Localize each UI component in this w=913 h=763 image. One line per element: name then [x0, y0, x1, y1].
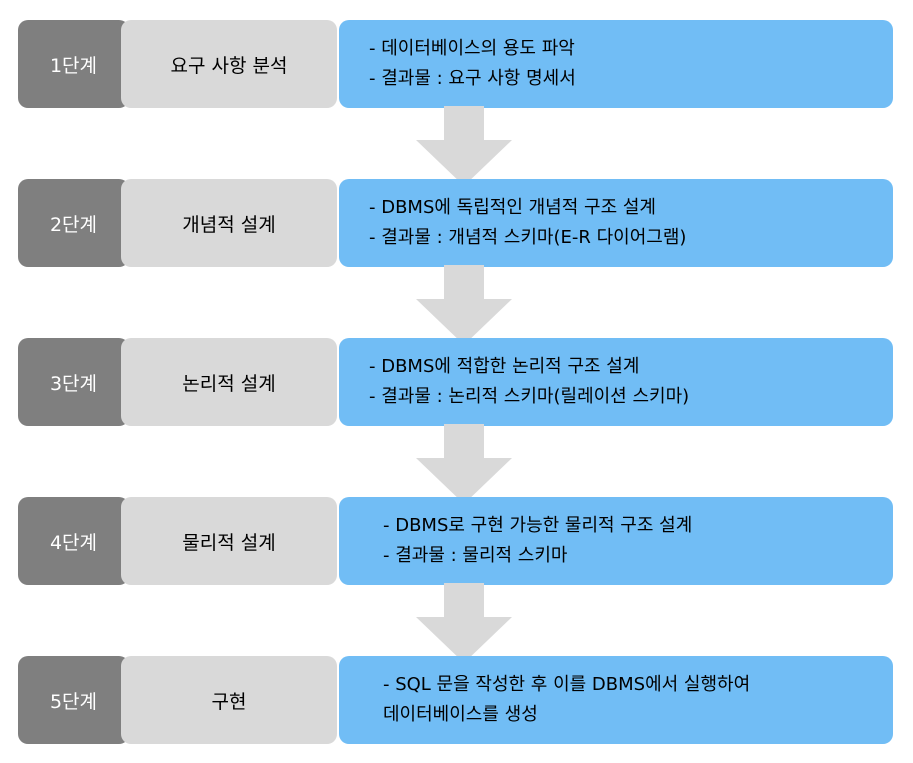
stage-2-description-line: - DBMS에 독립적인 개념적 구조 설계: [369, 197, 656, 218]
stage-name-5: 구현: [121, 656, 337, 744]
down-arrow-icon: [416, 106, 512, 186]
stage-number-2: 2단계: [18, 179, 129, 267]
stage-name-1: 요구 사항 분석: [121, 20, 337, 108]
stage-4-description-line: - DBMS로 구현 가능한 물리적 구조 설계: [383, 515, 693, 536]
stage-description-3: - DBMS에 적합한 논리적 구조 설계 - 결과물 : 논리적 스키마(릴레…: [339, 338, 893, 426]
stage-5-description-line: - SQL 문을 작성한 후 이를 DBMS에서 실행하여: [383, 674, 751, 695]
stage-number-3: 3단계: [18, 338, 129, 426]
stage-number-4: 4단계: [18, 497, 129, 585]
stage-description-1: - 데이터베이스의 용도 파악 - 결과물 : 요구 사항 명세서: [339, 20, 893, 108]
stage-row-1: 1단계 요구 사항 분석 - 데이터베이스의 용도 파악 - 결과물 : 요구 …: [0, 20, 913, 110]
stage-description-2: - DBMS에 독립적인 개념적 구조 설계 - 결과물 : 개념적 스키마(E…: [339, 179, 893, 267]
stage-row-4: 4단계 물리적 설계 - DBMS로 구현 가능한 물리적 구조 설계 - 결과…: [0, 497, 913, 587]
stage-3-description-line: - 결과물 : 논리적 스키마(릴레이션 스키마): [369, 386, 690, 407]
down-arrow-icon: [416, 265, 512, 345]
stage-number-1: 1단계: [18, 20, 129, 108]
stage-row-5: 5단계 구현 - SQL 문을 작성한 후 이를 DBMS에서 실행하여 데이터…: [0, 656, 913, 746]
stage-name-2: 개념적 설계: [121, 179, 337, 267]
stage-row-3: 3단계 논리적 설계 - DBMS에 적합한 논리적 구조 설계 - 결과물 :…: [0, 338, 913, 428]
stage-row-2: 2단계 개념적 설계 - DBMS에 독립적인 개념적 구조 설계 - 결과물 …: [0, 179, 913, 269]
down-arrow-icon: [416, 583, 512, 663]
stage-name-4: 물리적 설계: [121, 497, 337, 585]
stage-1-description-line: - 결과물 : 요구 사항 명세서: [369, 68, 576, 89]
stage-4-description-line: - 결과물 : 물리적 스키마: [383, 545, 568, 566]
stage-1-description-line: - 데이터베이스의 용도 파악: [369, 38, 575, 59]
stage-number-5: 5단계: [18, 656, 129, 744]
stage-2-description-line: - 결과물 : 개념적 스키마(E-R 다이어그램): [369, 227, 687, 248]
stage-description-5: - SQL 문을 작성한 후 이를 DBMS에서 실행하여 데이터베이스를 생성: [339, 656, 893, 744]
stage-3-description-line: - DBMS에 적합한 논리적 구조 설계: [369, 356, 640, 377]
stage-5-description-line: 데이터베이스를 생성: [383, 704, 538, 725]
stage-name-3: 논리적 설계: [121, 338, 337, 426]
stage-description-4: - DBMS로 구현 가능한 물리적 구조 설계 - 결과물 : 물리적 스키마: [339, 497, 893, 585]
down-arrow-icon: [416, 424, 512, 504]
